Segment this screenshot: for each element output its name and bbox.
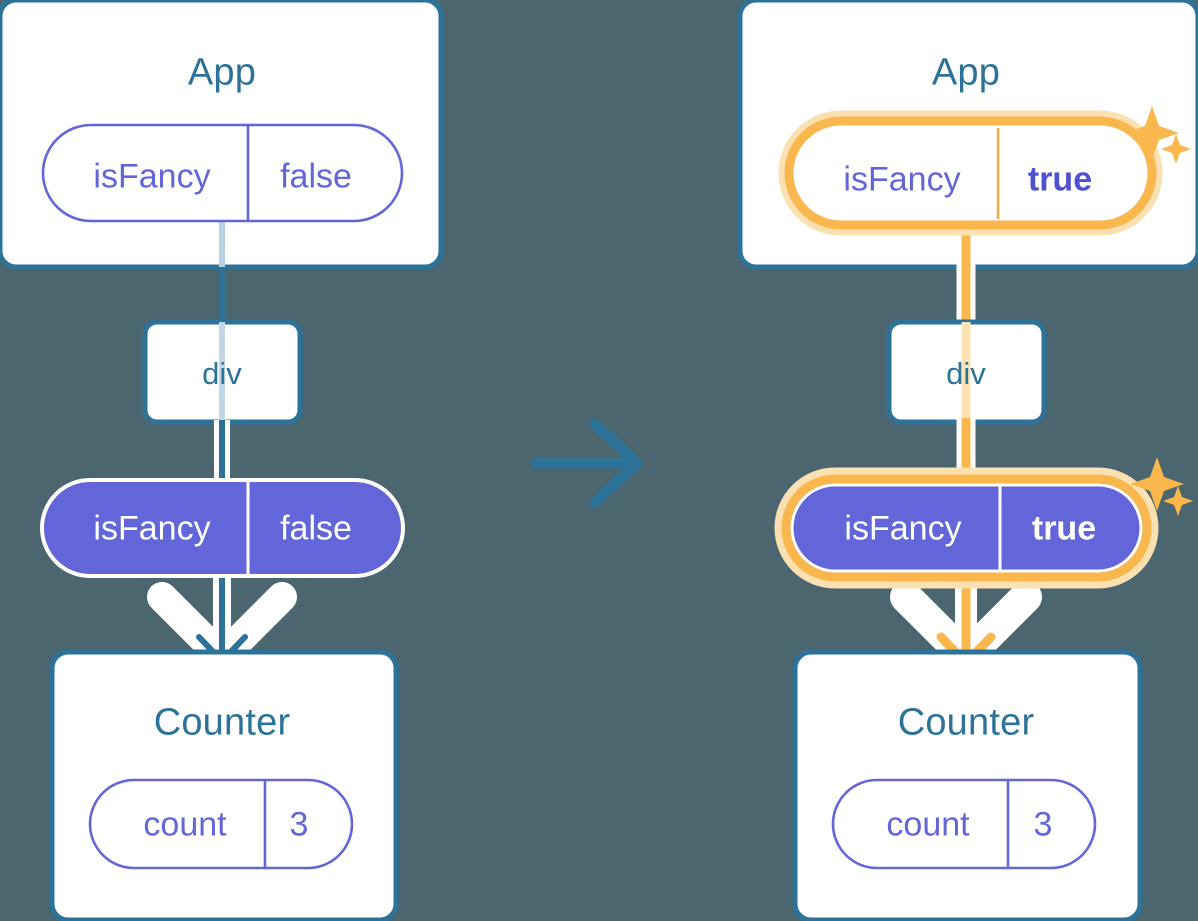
sparkle-icon — [1130, 457, 1193, 516]
sparkle-icon — [1125, 106, 1191, 164]
after-app-pill-glow — [778, 110, 1163, 236]
before-counter-pill — [88, 778, 354, 870]
after-prop-pill-ring — [781, 474, 1152, 582]
before-prop-pill — [40, 478, 405, 578]
after-prop-pill — [790, 483, 1143, 573]
before-app-pill — [41, 123, 404, 223]
after-counter-pill — [831, 778, 1097, 870]
arrow-right-icon — [530, 418, 643, 508]
after-prop-pill-glow — [774, 467, 1159, 589]
after-app-pill-ring — [784, 116, 1157, 230]
